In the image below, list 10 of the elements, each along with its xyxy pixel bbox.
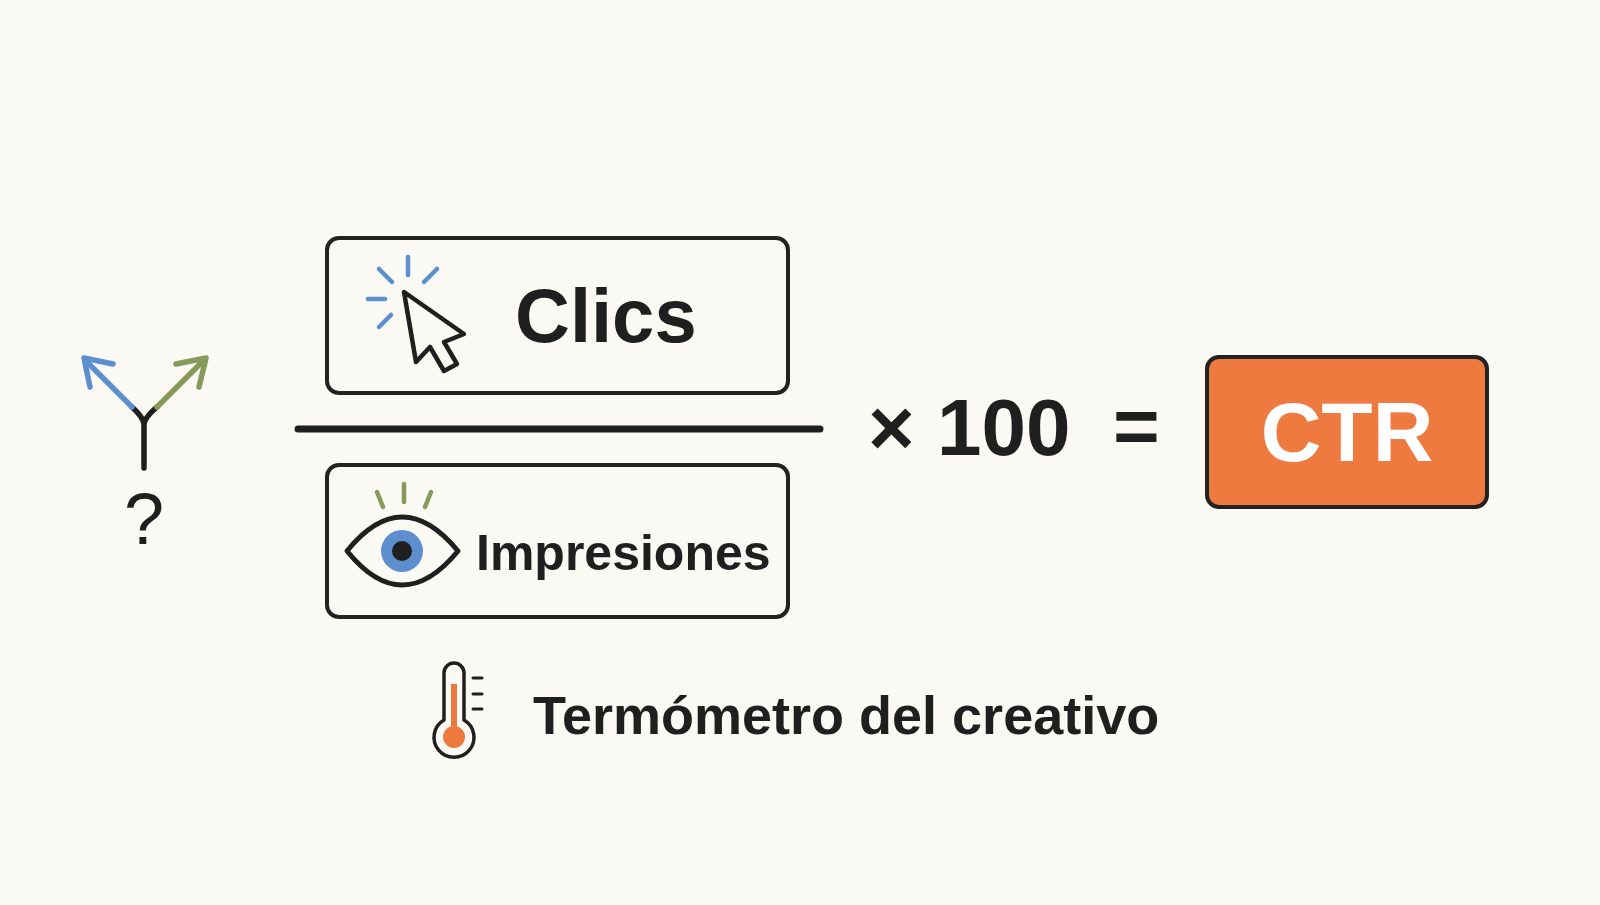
equals-sign: = [1113,386,1160,466]
caption-text: Termómetro del creativo [533,688,1160,742]
denominator-text: Impresiones [476,528,771,578]
question-mark: ? [124,483,165,555]
numerator-box [325,236,790,395]
result-box [1205,355,1489,509]
numerator-text: Clics [515,277,697,354]
multiplier-text: × 100 [868,388,1071,468]
denominator-box [325,463,790,619]
result-text: CTR [1260,390,1434,474]
